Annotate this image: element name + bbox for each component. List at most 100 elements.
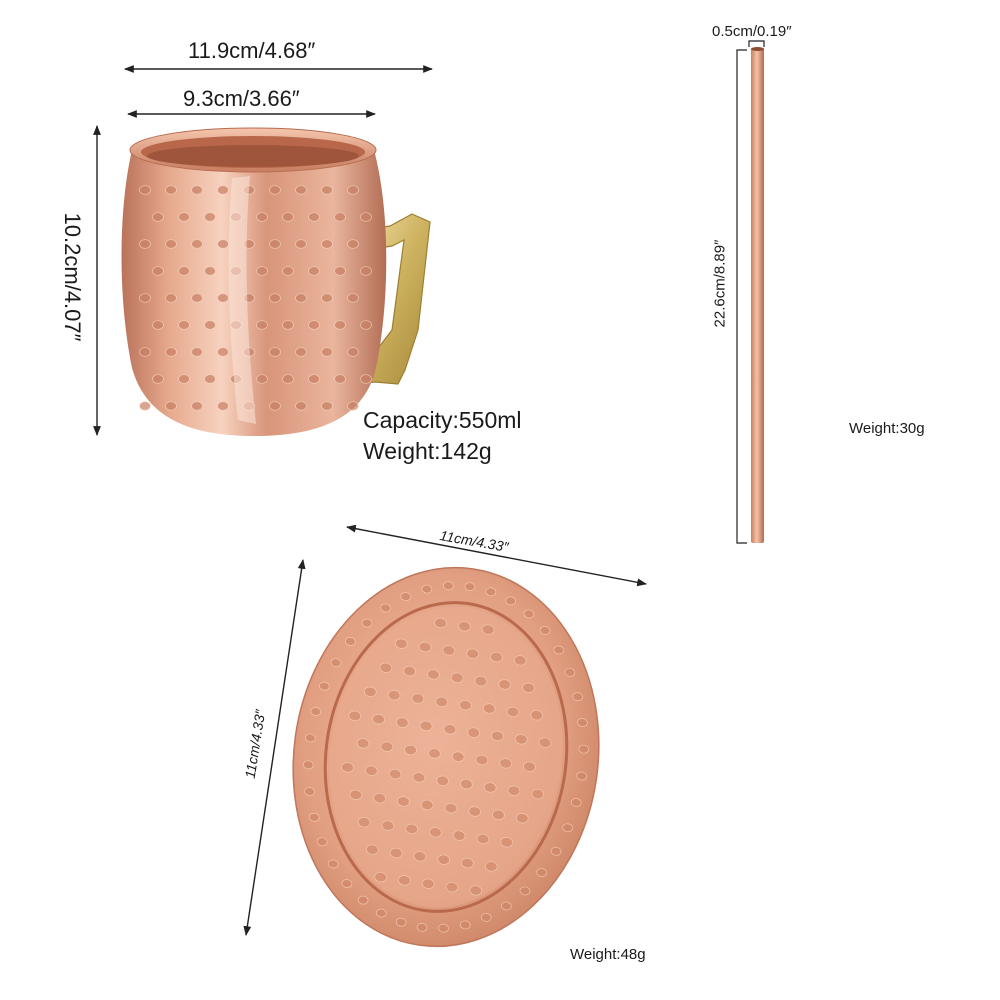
hammered-dimple: [515, 812, 529, 824]
coaster-group: [243, 524, 647, 948]
hammered-dimple: [204, 320, 216, 330]
mug-group: [93, 65, 433, 436]
hammered-dimple: [344, 637, 356, 646]
hammered-dimple: [334, 374, 346, 384]
hammered-dimple: [577, 718, 588, 727]
hammered-dimple: [282, 320, 294, 330]
hammered-dimple: [152, 374, 164, 384]
hammered-dimple: [506, 706, 520, 718]
mug-inner-shade: [147, 145, 359, 167]
hammered-dimple: [578, 744, 590, 754]
hammered-dimple: [334, 320, 346, 330]
hammered-dimple: [550, 846, 562, 856]
straw-top-opening: [751, 47, 764, 51]
hammered-dimple: [429, 827, 442, 838]
hammered-dimple: [421, 878, 435, 889]
hammered-dimple: [387, 689, 401, 701]
hammered-dimple: [165, 239, 177, 249]
hammered-dimple: [498, 679, 512, 690]
hammered-dimple: [217, 239, 229, 249]
hammered-dimple: [444, 802, 458, 814]
hammered-dimple: [375, 908, 387, 918]
hammered-dimple: [361, 618, 373, 628]
hammered-dimple: [400, 592, 412, 602]
hammered-dimple: [347, 401, 359, 411]
hammered-dimple: [308, 266, 320, 276]
hammered-dimple: [490, 651, 503, 663]
hammered-dimple: [379, 662, 393, 673]
hammered-dimple: [217, 185, 229, 195]
hammered-dimple: [445, 881, 459, 893]
hammered-dimple: [523, 761, 536, 772]
hammered-dimple: [310, 707, 322, 716]
hammered-dimple: [191, 401, 203, 411]
straw-diameter-label: 0.5cm/0.19″: [712, 23, 792, 40]
coaster-hammered-texture: [302, 581, 590, 933]
mug-capacity-label: Capacity:550ml: [363, 407, 522, 433]
hammered-dimple: [539, 625, 551, 635]
hammered-dimple: [480, 912, 492, 922]
mug-highlight: [228, 176, 256, 424]
hammered-dimple: [474, 675, 488, 687]
hammered-dimple: [191, 239, 203, 249]
hammered-dimple: [321, 239, 333, 249]
hammered-dimple: [347, 185, 359, 195]
hammered-dimple: [152, 212, 164, 222]
hammered-dimple: [321, 347, 333, 357]
hammered-dimple: [374, 871, 388, 883]
hammered-dimple: [435, 696, 449, 708]
hammered-dimple: [394, 638, 408, 649]
hammered-dimple: [152, 320, 164, 330]
hammered-dimple: [348, 710, 362, 722]
mug-height-label: 10.2cm/4.07″: [60, 212, 85, 342]
hammered-dimple: [204, 212, 216, 222]
hammered-dimple: [152, 266, 164, 276]
hammered-dimple: [139, 347, 151, 357]
hammered-dimple: [308, 212, 320, 222]
hammered-dimple: [334, 266, 346, 276]
hammered-dimple: [256, 374, 268, 384]
hammered-dimple: [295, 401, 307, 411]
straw: [751, 48, 764, 543]
hammered-dimple: [217, 293, 229, 303]
hammered-dimple: [269, 293, 281, 303]
mug-rim-label: 9.3cm/3.66″: [183, 86, 300, 111]
hammered-dimple: [165, 347, 177, 357]
hammered-dimple: [217, 401, 229, 411]
hammered-dimple: [347, 347, 359, 357]
hammered-dimple: [464, 582, 476, 592]
hammered-dimple: [269, 347, 281, 357]
hammered-dimple: [256, 212, 268, 222]
hammered-dimple: [165, 185, 177, 195]
hammered-dimple: [360, 212, 372, 222]
hammered-dimple: [491, 730, 504, 742]
hammered-dimple: [269, 239, 281, 249]
hammered-dimple: [321, 293, 333, 303]
hammered-dimple: [576, 771, 588, 781]
hammered-dimple: [476, 833, 490, 845]
hammered-dimple: [499, 758, 513, 769]
hammered-dimple: [416, 922, 428, 932]
hammered-dimple: [347, 239, 359, 249]
hammered-dimple: [492, 809, 505, 821]
hammered-dimple: [398, 875, 411, 886]
hammered-dimple: [452, 830, 466, 841]
hammered-dimple: [321, 185, 333, 195]
hammered-dimple: [536, 868, 548, 877]
hammered-dimple: [481, 624, 495, 635]
hammered-dimple: [178, 266, 190, 276]
hammered-dimple: [523, 609, 535, 619]
hammered-dimple: [356, 738, 370, 749]
hammered-dimple: [282, 212, 294, 222]
hammered-dimple: [334, 212, 346, 222]
hammered-dimple: [366, 844, 379, 855]
hammered-dimple: [443, 581, 454, 591]
hammered-dimple: [364, 765, 378, 776]
hammered-dimple: [217, 347, 229, 357]
hammered-dimple: [572, 692, 584, 702]
hammered-dimple: [282, 266, 294, 276]
hammered-dimple: [347, 293, 359, 303]
hammered-dimple: [484, 861, 498, 872]
hammered-dimple: [318, 681, 330, 691]
hammered-dimple: [397, 796, 410, 807]
